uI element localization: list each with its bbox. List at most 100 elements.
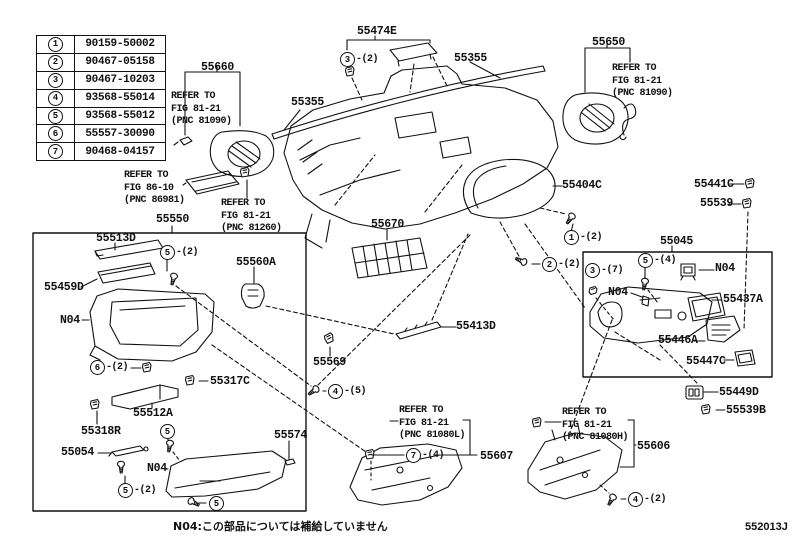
refer-note-line: FIG 81-21 bbox=[221, 210, 271, 222]
callout-5-door-top: 5 bbox=[160, 424, 176, 439]
legend-part-number: 55557-30090 bbox=[74, 124, 166, 144]
callout-number: 2 bbox=[542, 257, 557, 272]
footer-note: N04:この部品については補給していません bbox=[173, 520, 388, 533]
vent-55670-drawing bbox=[351, 228, 428, 279]
callout-qty: -(4) bbox=[654, 255, 677, 266]
part-label-55318R: 55318R bbox=[81, 425, 121, 438]
part-label-55447C: 55447C bbox=[686, 355, 726, 368]
clip-55441C-drawing bbox=[729, 177, 755, 189]
assembly-dash-line bbox=[211, 344, 367, 453]
part-label-55413D: 55413D bbox=[456, 320, 496, 333]
legend-part-number: 93568-55014 bbox=[74, 88, 166, 108]
bracket-55560A-drawing bbox=[240, 266, 265, 309]
callout-number: 4 bbox=[628, 492, 643, 507]
refer-note-line: REFER TO bbox=[221, 198, 266, 209]
refer-note-line: FIG 86-10 bbox=[124, 182, 174, 194]
part-label-n04-right-left: N04 bbox=[608, 286, 628, 299]
refer-note-line: (PNC 81090) bbox=[171, 116, 232, 127]
clip-55569-drawing bbox=[323, 331, 335, 357]
refer-note-line: (PNC 81080H) bbox=[562, 432, 629, 443]
callout-3-right: 3-(7) bbox=[585, 263, 624, 278]
part-label-55670: 55670 bbox=[371, 218, 405, 231]
clip-55539B-drawing bbox=[700, 403, 726, 415]
legend-callout-number: 3 bbox=[48, 72, 63, 88]
refer-note-line: FIG 81-21 bbox=[399, 417, 449, 429]
callout-5-door-bottom: 5 bbox=[209, 496, 225, 511]
legend-callout-number: 1 bbox=[48, 36, 63, 52]
part-label-55045: 55045 bbox=[660, 235, 694, 248]
part-label-55650: 55650 bbox=[592, 36, 626, 49]
part-label-55574: 55574 bbox=[274, 429, 308, 442]
strip-55459D-drawing bbox=[80, 262, 156, 288]
part-label-55539: 55539 bbox=[700, 197, 734, 210]
panel-55474E-drawing bbox=[344, 35, 449, 101]
part-label-55437A: 55437A bbox=[723, 293, 763, 306]
part-label-55606: 55606 bbox=[637, 440, 671, 453]
refer-note-line: (PNC 81090) bbox=[612, 88, 673, 99]
legend-part-number: 90467-05158 bbox=[74, 52, 166, 72]
part-label-n04-door: N04 bbox=[147, 462, 167, 475]
part-label-55459D: 55459D bbox=[44, 281, 84, 294]
callout-qty: -(2) bbox=[558, 259, 581, 270]
instrument-panel-body-drawing bbox=[283, 65, 559, 249]
refer-note-line: REFER TO bbox=[562, 407, 607, 418]
vent-55650-drawing bbox=[562, 41, 637, 145]
clip-81260-drawing bbox=[239, 166, 250, 199]
callout-number: 4 bbox=[328, 384, 343, 399]
part-label-n04-housing: N04 bbox=[60, 314, 80, 327]
callout-5-damper: 5-(2) bbox=[118, 483, 157, 498]
part-label-55513D: 55513D bbox=[96, 232, 136, 245]
legend-row: 2 90467-05158 bbox=[36, 52, 166, 72]
legend-callout-number: 2 bbox=[48, 54, 63, 70]
group-box-55550-drawing bbox=[32, 225, 307, 512]
callout-number: 5 bbox=[118, 483, 133, 498]
refer-note-81260: REFER TO FIG 81-21 (PNC 81260) bbox=[221, 198, 282, 236]
callout-2: 2-(2) bbox=[542, 257, 581, 272]
refer-note-81080H: REFER TO FIG 81-21 (PNC 81080H) bbox=[562, 407, 629, 445]
refer-note-line: REFER TO bbox=[612, 63, 657, 74]
screw-c5-box-drawing bbox=[166, 258, 312, 387]
legend-callout-number: 7 bbox=[48, 144, 63, 160]
glovebox-door-drawing bbox=[164, 437, 287, 510]
callout-qty: -(4) bbox=[422, 450, 445, 461]
refer-note-86981: REFER TO FIG 86-10 (PNC 86981) bbox=[124, 170, 185, 208]
part-label-55660: 55660 bbox=[201, 61, 235, 74]
refer-note-line: (PNC 81260) bbox=[221, 223, 282, 234]
callout-6: 6-(2) bbox=[90, 360, 129, 375]
callout-number: 5 bbox=[209, 496, 224, 511]
part-label-55512A: 55512A bbox=[133, 407, 173, 420]
callout-3-top: 3-(2) bbox=[340, 52, 379, 67]
legend-part-number: 90159-50002 bbox=[74, 35, 166, 54]
callout-7: 7-(4) bbox=[406, 448, 445, 463]
group-box-55045-drawing bbox=[582, 245, 773, 378]
callout-number: 3 bbox=[585, 263, 600, 278]
callout-4-center: 4-(5) bbox=[328, 384, 367, 399]
refer-note-line: REFER TO bbox=[399, 405, 444, 416]
part-label-55355-left: 55355 bbox=[291, 96, 325, 109]
part-label-55449D: 55449D bbox=[719, 386, 759, 399]
callout-qty: -(7) bbox=[601, 265, 624, 276]
legend-callout-number: 6 bbox=[48, 126, 63, 142]
callout-qty: -(2) bbox=[580, 232, 603, 243]
refer-note-line: FIG 81-21 bbox=[612, 75, 662, 87]
callout-qty: -(2) bbox=[106, 362, 129, 373]
clip-c6-drawing bbox=[130, 361, 152, 373]
refer-note-line: REFER TO bbox=[124, 170, 169, 181]
clip-55539-drawing bbox=[728, 197, 752, 331]
refer-note-line: REFER TO bbox=[171, 91, 216, 102]
callout-number: 3 bbox=[340, 52, 355, 67]
callout-qty: -(2) bbox=[356, 54, 379, 65]
refer-note-55660: REFER TO FIG 81-21 (PNC 81090) bbox=[171, 91, 232, 129]
callout-number: 1 bbox=[564, 230, 579, 245]
part-label-55317C: 55317C bbox=[210, 375, 250, 388]
refer-note-55650: REFER TO FIG 81-21 (PNC 81090) bbox=[612, 63, 673, 101]
callout-qty: -(2) bbox=[134, 485, 157, 496]
stopper-55574-drawing bbox=[284, 440, 296, 466]
callout-qty: -(5) bbox=[344, 386, 367, 397]
part-label-n04-right-top: N04 bbox=[715, 262, 735, 275]
legend-part-number: 93568-55012 bbox=[74, 106, 166, 126]
